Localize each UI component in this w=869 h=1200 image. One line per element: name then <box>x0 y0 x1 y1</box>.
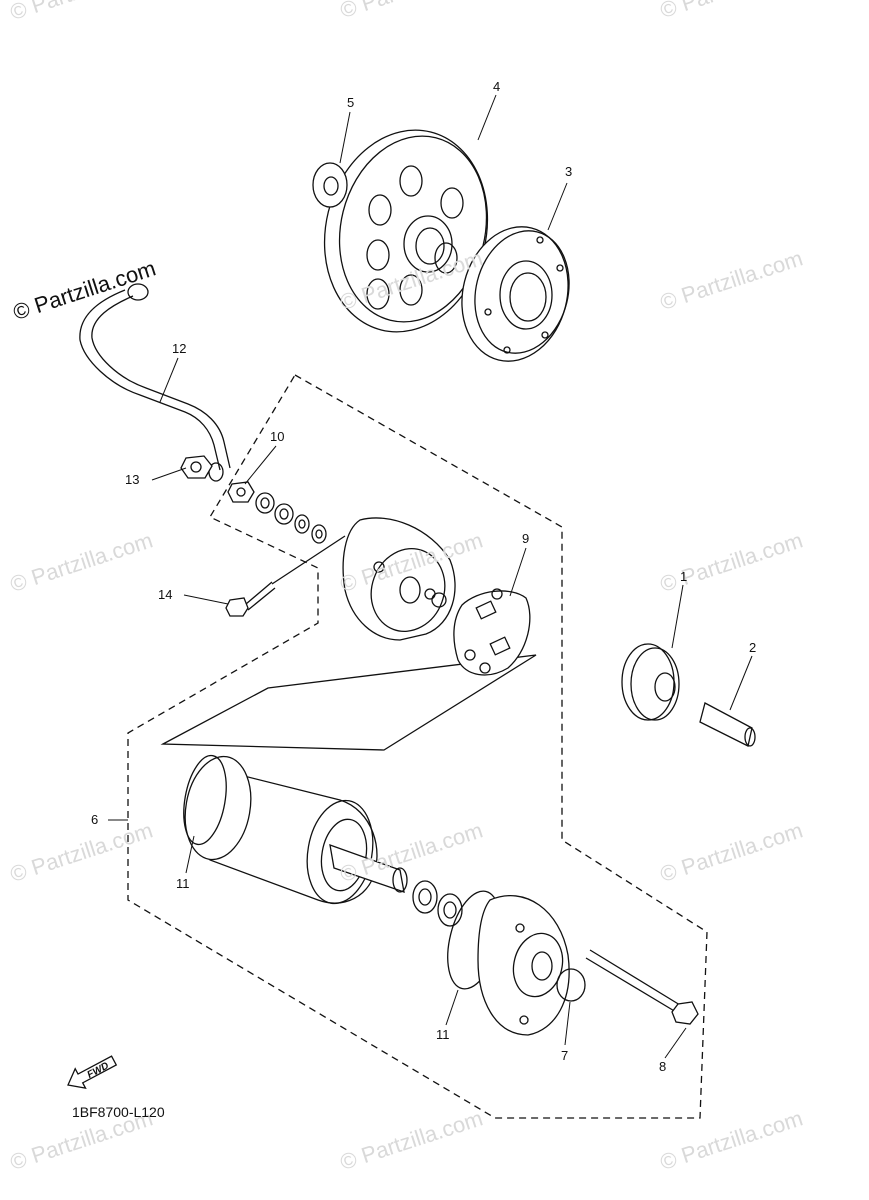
callout-2[interactable]: 2 <box>749 640 757 655</box>
part-4-starter-gear[interactable] <box>304 113 509 350</box>
part-9-brush-holder[interactable] <box>453 588 531 676</box>
washer-stack <box>255 492 327 544</box>
assembly-outline <box>127 374 708 1119</box>
callout-14[interactable]: 14 <box>158 587 173 602</box>
callout-13[interactable]: 13 <box>125 472 140 487</box>
diagram-code: 1BF8700-L120 <box>72 1104 165 1120</box>
callout-3[interactable]: 3 <box>565 164 573 179</box>
shaft-washers <box>412 880 463 927</box>
callout-6[interactable]: 6 <box>91 812 99 827</box>
callout-4[interactable]: 4 <box>493 79 501 94</box>
armature-outline <box>160 654 537 751</box>
callout-5[interactable]: 5 <box>347 95 355 110</box>
fwd-label: FWD <box>86 1060 111 1080</box>
front-cover[interactable] <box>477 895 570 1036</box>
callout-1[interactable]: 1 <box>680 569 688 584</box>
callout-12[interactable]: 12 <box>172 341 187 356</box>
callout-11-lower[interactable]: 11 <box>436 1027 450 1042</box>
part-7-o-ring[interactable] <box>556 968 586 1002</box>
part-5-washer[interactable] <box>312 162 348 208</box>
part-12-lead-wire[interactable] <box>79 283 231 482</box>
part-1-idler-gear[interactable] <box>621 643 680 721</box>
fwd-arrow-icon: FWD <box>67 1055 118 1090</box>
part-13-nut[interactable] <box>180 455 213 479</box>
callout-9[interactable]: 9 <box>522 531 530 546</box>
part-14-bolt[interactable] <box>225 535 346 617</box>
leader-lines <box>108 94 753 1059</box>
part-11-o-ring-upper[interactable] <box>177 752 232 848</box>
callout-11-upper[interactable]: 11 <box>176 876 190 891</box>
part-3-one-way-clutch[interactable] <box>448 215 582 372</box>
part-10-nut[interactable] <box>227 481 255 503</box>
callout-10[interactable]: 10 <box>270 429 285 444</box>
callout-7[interactable]: 7 <box>561 1048 569 1063</box>
part-8-through-bolt[interactable] <box>585 949 699 1025</box>
starter-yoke-cap[interactable] <box>342 517 456 642</box>
part-6-starter-motor[interactable] <box>177 751 408 909</box>
callout-8[interactable]: 8 <box>659 1059 667 1074</box>
part-2-idler-shaft[interactable] <box>699 702 756 747</box>
